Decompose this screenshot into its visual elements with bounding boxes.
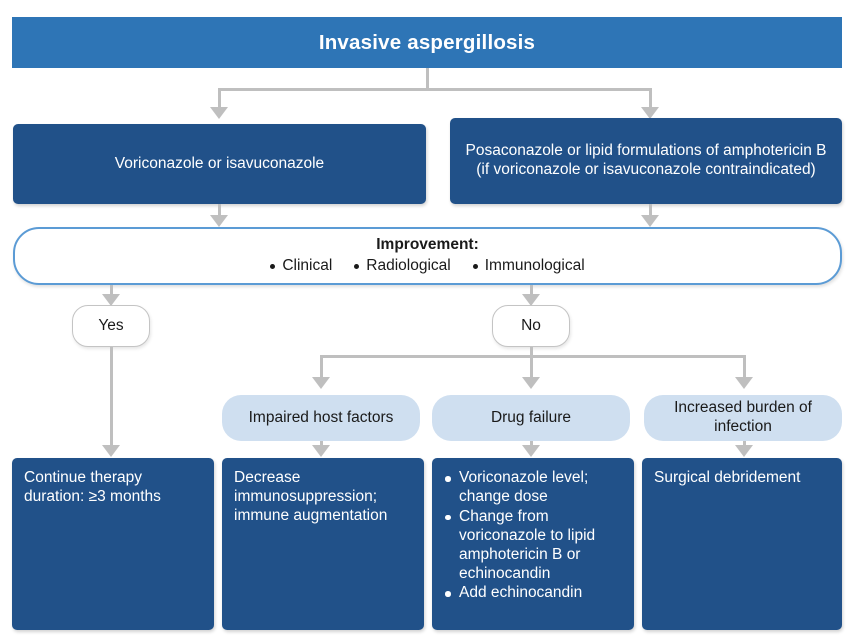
criterion-label: Radiological [366, 257, 451, 274]
node-drug-failure: Drug failure [432, 395, 630, 441]
node-invasive-aspergillosis: Invasive aspergillosis [12, 17, 842, 68]
arrowhead-yes-to-continue-therapy [102, 445, 120, 457]
arrowhead-to-impaired-host-factors [312, 377, 330, 389]
connector-posaconazole-drop [649, 204, 652, 220]
action-bullet-item: Change from voriconazole to lipid amphot… [444, 508, 622, 584]
bullet-dot-icon [472, 263, 478, 269]
node-decision-no: No [492, 305, 570, 347]
connector-yes-to-continue-therapy [110, 347, 113, 447]
improvement-criteria-list: Clinical Radiological Immunological [270, 257, 585, 276]
action-bullet-item: Add echinocandin [444, 584, 622, 603]
node-continue-therapy: Continue therapy duration: ≥3 months [12, 458, 214, 630]
action-label-2: Decrease immunosuppression; immune augme… [234, 469, 388, 524]
arrowhead-impaired-to-action [312, 445, 330, 457]
node-decision-yes: Yes [72, 305, 150, 347]
improvement-criterion-immunological: Immunological [472, 257, 585, 276]
arrowhead-voriconazole-to-improvement [210, 215, 228, 227]
connector-header-left-drop [218, 88, 221, 108]
criterion-label: Clinical [282, 257, 333, 274]
criterion-label: Immunological [484, 257, 585, 274]
connector-burden-to-action [743, 441, 746, 447]
arrowhead-drugfailure-to-action [522, 445, 540, 457]
bullet-dot-icon [270, 263, 276, 269]
node-improvement: Improvement: Clinical Radiological Immun… [13, 227, 842, 285]
arrowhead-to-no [522, 294, 540, 306]
cause-label-1: Impaired host factors [248, 408, 394, 426]
connector-improvement-to-no [530, 285, 533, 299]
node-drug-failure-actions: Voriconazole level; change dose Change f… [432, 458, 634, 630]
cause-label-2: Drug failure [490, 408, 572, 426]
connector-header-split [218, 88, 652, 91]
node-impaired-host-factors: Impaired host factors [222, 395, 420, 441]
therapy-label-1: Voriconazole or isavuconazole [114, 154, 325, 172]
action-label-1: Continue therapy duration: ≥3 months [24, 469, 161, 505]
action-bullet-list: Voriconazole level; change dose Change f… [444, 469, 622, 604]
improvement-criterion-radiological: Radiological [354, 257, 451, 276]
connector-drugfailure-to-action [530, 441, 533, 447]
action-bullet-item: Voriconazole level; change dose [444, 469, 622, 507]
node-posaconazole-or-lipid-amphotericin: Posaconazole or lipid formulations of am… [450, 118, 842, 204]
improvement-criterion-clinical: Clinical [270, 257, 332, 276]
arrowhead-posaconazole-to-improvement [641, 215, 659, 227]
connector-no-stem [530, 347, 533, 357]
connector-to-impaired-host-factors [320, 355, 323, 379]
connector-voriconazole-drop [218, 204, 221, 220]
node-decrease-immunosuppression: Decrease immunosuppression; immune augme… [222, 458, 424, 630]
action-label-4: Surgical debridement [654, 469, 801, 486]
arrowhead-to-drug-failure [522, 377, 540, 389]
connector-improvement-to-yes [110, 285, 113, 299]
improvement-title: Improvement: [376, 236, 479, 254]
connector-header-right-drop [649, 88, 652, 108]
arrowhead-to-yes [102, 294, 120, 306]
arrowhead-to-posaconazole [641, 107, 659, 119]
arrowhead-to-voriconazole [210, 107, 228, 119]
arrowhead-to-increased-burden [735, 377, 753, 389]
connector-to-increased-burden [743, 355, 746, 379]
decision-label-no: No [521, 316, 541, 334]
connector-no-split [320, 355, 746, 358]
connector-impaired-to-action [320, 441, 323, 447]
decision-label-yes: Yes [98, 316, 124, 334]
node-surgical-debridement: Surgical debridement [642, 458, 842, 630]
node-increased-burden-of-infection: Increased burden of infection [644, 395, 842, 441]
cause-label-3: Increased burden of infection [674, 399, 812, 435]
bullet-dot-icon [354, 263, 360, 269]
connector-header-stem [426, 68, 429, 90]
connector-to-drug-failure [530, 355, 533, 379]
header-label: Invasive aspergillosis [318, 31, 536, 54]
therapy-label-2: Posaconazole or lipid formulations of am… [465, 142, 827, 178]
arrowhead-burden-to-action [735, 445, 753, 457]
node-voriconazole-or-isavuconazole: Voriconazole or isavuconazole [13, 124, 426, 204]
